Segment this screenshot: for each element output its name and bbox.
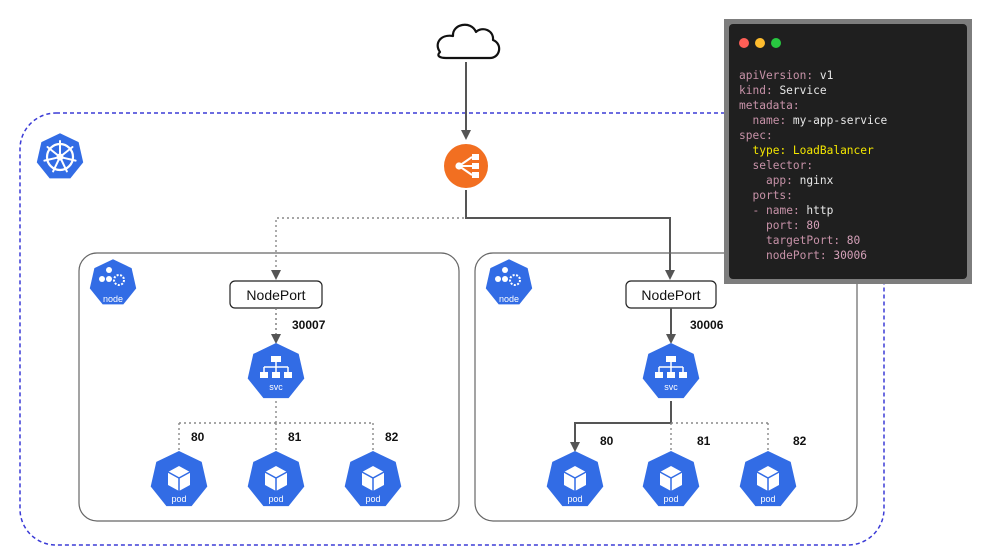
pod-port-number: 81 bbox=[697, 434, 711, 448]
code-key: apiVersion bbox=[739, 69, 807, 82]
nodeport-label: NodePort bbox=[246, 287, 305, 303]
code-value: nginx bbox=[799, 174, 834, 187]
yaml-code: apiVersion: v1 kind: Service metadata: n… bbox=[739, 69, 888, 262]
svc-to-pod-active-arrow bbox=[570, 401, 672, 452]
pod-label: pod bbox=[268, 494, 283, 504]
pod-label: pod bbox=[365, 494, 380, 504]
code-value: Service bbox=[779, 84, 827, 97]
load-balancer-icon bbox=[444, 144, 488, 188]
code-key: kind bbox=[739, 84, 766, 97]
code-key: targetPort bbox=[765, 234, 834, 247]
pod-port-number: 82 bbox=[385, 430, 399, 444]
svc-to-pods-dotted-links bbox=[670, 422, 769, 450]
code-key: spec bbox=[739, 129, 766, 142]
code-value: my-app-service bbox=[792, 114, 888, 127]
node-icon bbox=[89, 259, 137, 305]
lb-to-node2-arrow bbox=[465, 190, 675, 280]
node-badge-label: node bbox=[103, 294, 123, 304]
maximize-dot-icon[interactable] bbox=[771, 38, 781, 48]
svc-to-pods-dotted-links bbox=[178, 401, 374, 450]
close-dot-icon[interactable] bbox=[739, 38, 749, 48]
pod-label: pod bbox=[760, 494, 775, 504]
code-dash: - bbox=[752, 204, 760, 217]
pod-port-number: 80 bbox=[600, 434, 614, 448]
code-key: ports bbox=[752, 189, 787, 202]
yaml-code-window: apiVersion: v1 kind: Service metadata: n… bbox=[724, 19, 972, 284]
node-icon bbox=[485, 259, 533, 305]
pod-icon bbox=[247, 451, 305, 507]
lb-to-node1-dotted-link bbox=[271, 190, 467, 280]
code-value: v1 bbox=[819, 69, 834, 82]
pod-label: pod bbox=[663, 494, 678, 504]
svc-label: svc bbox=[269, 382, 283, 392]
pod-icon bbox=[546, 451, 604, 507]
nodeport-number: 30007 bbox=[292, 318, 326, 332]
pod-icon bbox=[642, 451, 700, 507]
nodeport-label: NodePort bbox=[641, 287, 700, 303]
code-key: selector bbox=[752, 159, 807, 172]
service-icon bbox=[247, 343, 305, 399]
code-value: 80 bbox=[806, 219, 820, 232]
code-key-highlighted: type bbox=[752, 144, 780, 157]
code-key: name bbox=[752, 114, 780, 127]
code-value: 80 bbox=[846, 234, 861, 247]
code-key: nodePort bbox=[765, 249, 820, 262]
pod-icon bbox=[150, 451, 208, 507]
pod-label: pod bbox=[171, 494, 186, 504]
pod-icon bbox=[344, 451, 402, 507]
code-key: metadata bbox=[739, 99, 793, 112]
window-controls bbox=[739, 38, 781, 48]
node-badge-label: node bbox=[499, 294, 519, 304]
service-icon bbox=[642, 343, 700, 399]
code-key: app bbox=[765, 174, 787, 187]
code-key: name bbox=[765, 204, 793, 217]
pod-port-number: 80 bbox=[191, 430, 205, 444]
code-editor-panel: apiVersion: v1 kind: Service metadata: n… bbox=[729, 24, 967, 279]
pod-label: pod bbox=[567, 494, 582, 504]
code-value: 30006 bbox=[833, 249, 868, 262]
cloud-icon bbox=[436, 23, 501, 60]
node2-box bbox=[474, 252, 858, 522]
pod-icon bbox=[739, 451, 797, 507]
minimize-dot-icon[interactable] bbox=[755, 38, 765, 48]
node1-box bbox=[78, 252, 460, 522]
code-key: port bbox=[765, 219, 793, 232]
svc-label: svc bbox=[664, 382, 678, 392]
pod-port-number: 81 bbox=[288, 430, 302, 444]
pod-port-number: 82 bbox=[793, 434, 807, 448]
code-value: http bbox=[806, 204, 834, 217]
code-value-highlighted: LoadBalancer bbox=[792, 144, 874, 157]
kubernetes-helm-icon bbox=[36, 133, 84, 179]
nodeport-number: 30006 bbox=[690, 318, 724, 332]
cluster-boundary bbox=[19, 112, 885, 546]
